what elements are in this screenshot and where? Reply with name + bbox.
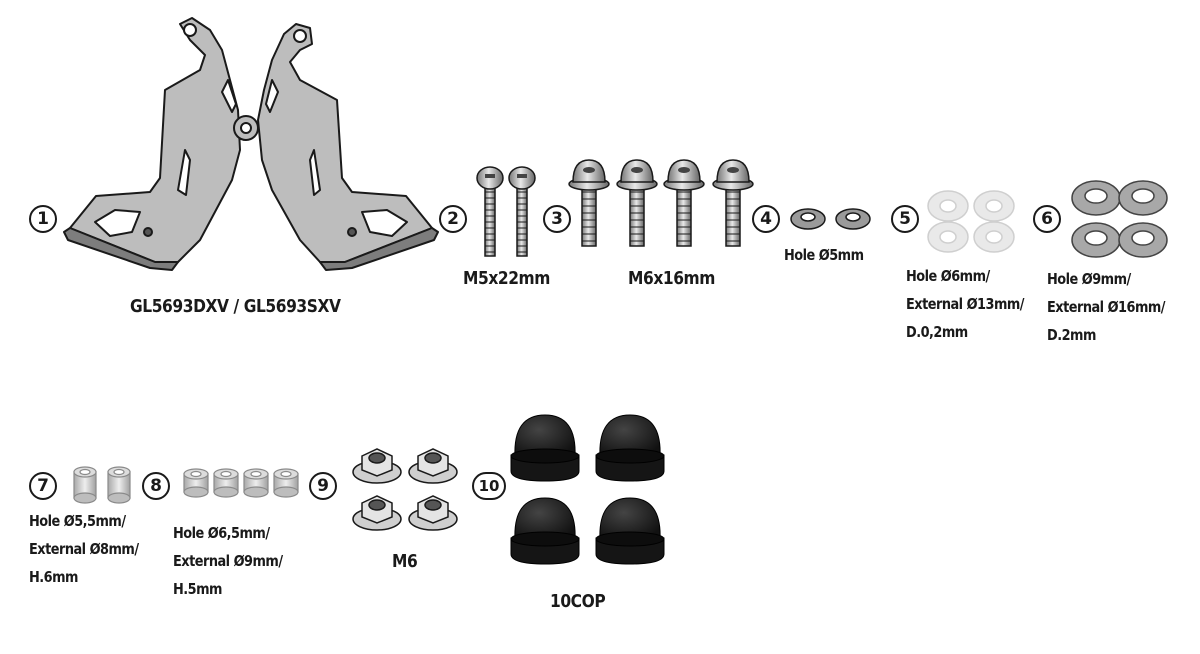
spacer-icon bbox=[73, 466, 131, 504]
item-label-9: M6 bbox=[392, 551, 418, 572]
item-label-6-line-2: External Ø16mm/ bbox=[1047, 298, 1166, 316]
item-label-5: Hole Ø6mm/ External Ø13mm/ D.0,2mm bbox=[906, 262, 1025, 346]
item-label-8-line-3: H.5mm bbox=[173, 580, 222, 598]
item-label-3: M6x16mm bbox=[628, 268, 715, 289]
flange-button-screw-icon bbox=[568, 159, 754, 247]
short-spacer-icon bbox=[183, 468, 299, 498]
item-label-7-line-3: H.6mm bbox=[29, 568, 78, 586]
item-number-1: 1 bbox=[29, 205, 57, 233]
cap-nut-cover-icon bbox=[510, 414, 665, 565]
item-number-3: 3 bbox=[543, 205, 571, 233]
item-label-8-line-2: External Ø9mm/ bbox=[173, 552, 283, 570]
item-label-8-line-1: Hole Ø6,5mm/ bbox=[173, 524, 270, 542]
item-label-5-line-3: D.0,2mm bbox=[906, 323, 968, 341]
item-label-7-line-2: External Ø8mm/ bbox=[29, 540, 139, 558]
item-label-2: M5x22mm bbox=[463, 268, 550, 289]
screw-m5-2 bbox=[508, 166, 536, 257]
item-number-6: 6 bbox=[1033, 205, 1061, 233]
item-label-6-line-3: D.2mm bbox=[1047, 326, 1096, 344]
screw-m6-4 bbox=[712, 159, 754, 247]
item-number-2: 2 bbox=[439, 205, 467, 233]
left-bracket-icon bbox=[63, 17, 241, 271]
item-label-7: Hole Ø5,5mm/ External Ø8mm/ H.6mm bbox=[29, 507, 139, 591]
item-number-8: 8 bbox=[142, 472, 170, 500]
item-label-5-line-1: Hole Ø6mm/ bbox=[906, 267, 990, 285]
item-label-6: Hole Ø9mm/ External Ø16mm/ D.2mm bbox=[1047, 265, 1166, 349]
screw-m5-1 bbox=[476, 166, 504, 257]
item-number-7: 7 bbox=[29, 472, 57, 500]
item-label-10: 10COP bbox=[550, 591, 606, 612]
item-label-7-line-1: Hole Ø5,5mm/ bbox=[29, 512, 126, 530]
item-number-9: 9 bbox=[309, 472, 337, 500]
screw-m6-1 bbox=[568, 159, 610, 247]
item-label-4: Hole Ø5mm bbox=[784, 246, 864, 264]
split-lock-washer-icon bbox=[790, 208, 871, 230]
flat-washer-icon bbox=[1071, 180, 1168, 258]
screw-m6-3 bbox=[663, 159, 705, 247]
item-label-8: Hole Ø6,5mm/ External Ø9mm/ H.5mm bbox=[173, 519, 283, 603]
item-label-1: GL5693DXV / GL5693SXV bbox=[130, 296, 341, 317]
bracket-pair-icon bbox=[63, 17, 439, 271]
item-number-5: 5 bbox=[891, 205, 919, 233]
right-bracket-icon bbox=[257, 23, 439, 271]
item-label-5-line-2: External Ø13mm/ bbox=[906, 295, 1025, 313]
item-label-6-line-1: Hole Ø9mm/ bbox=[1047, 270, 1131, 288]
item-number-10: 10 bbox=[472, 472, 506, 500]
screw-m6-2 bbox=[616, 159, 658, 247]
item-number-4: 4 bbox=[752, 205, 780, 233]
thin-washer-icon bbox=[927, 190, 1015, 253]
flange-nut-icon bbox=[352, 448, 458, 531]
button-head-screw-icon bbox=[476, 166, 536, 257]
